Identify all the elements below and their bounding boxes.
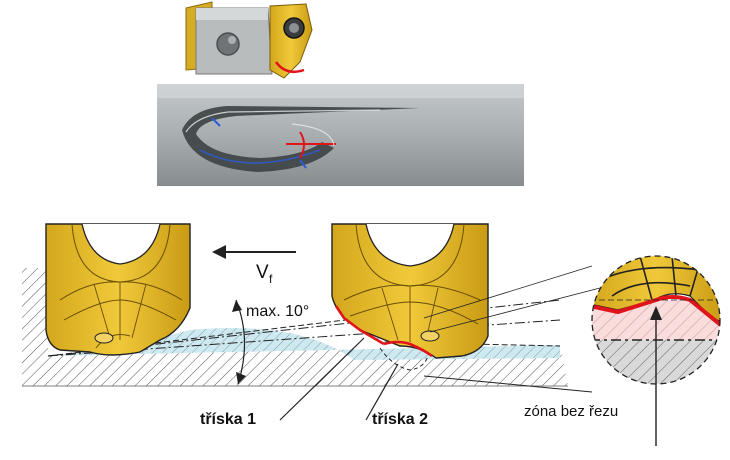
chip-1-label: tříska 1 — [200, 411, 256, 428]
insert-right — [331, 223, 489, 371]
arrow-up-icon — [650, 306, 662, 446]
feed-subscript: f — [269, 272, 273, 286]
insert-left — [45, 223, 191, 356]
tool-holder-photo — [185, 1, 313, 79]
angle-label: max. 10° — [246, 303, 309, 320]
zone-label: zóna bez řezu — [524, 403, 618, 420]
leader-lines — [279, 265, 601, 421]
arrow-left-icon — [212, 245, 296, 259]
feed-symbol: V — [256, 262, 269, 283]
ramp-groove-photo — [157, 84, 524, 186]
angle-arc — [232, 299, 246, 385]
chip-2-label: tříska 2 — [372, 411, 428, 428]
